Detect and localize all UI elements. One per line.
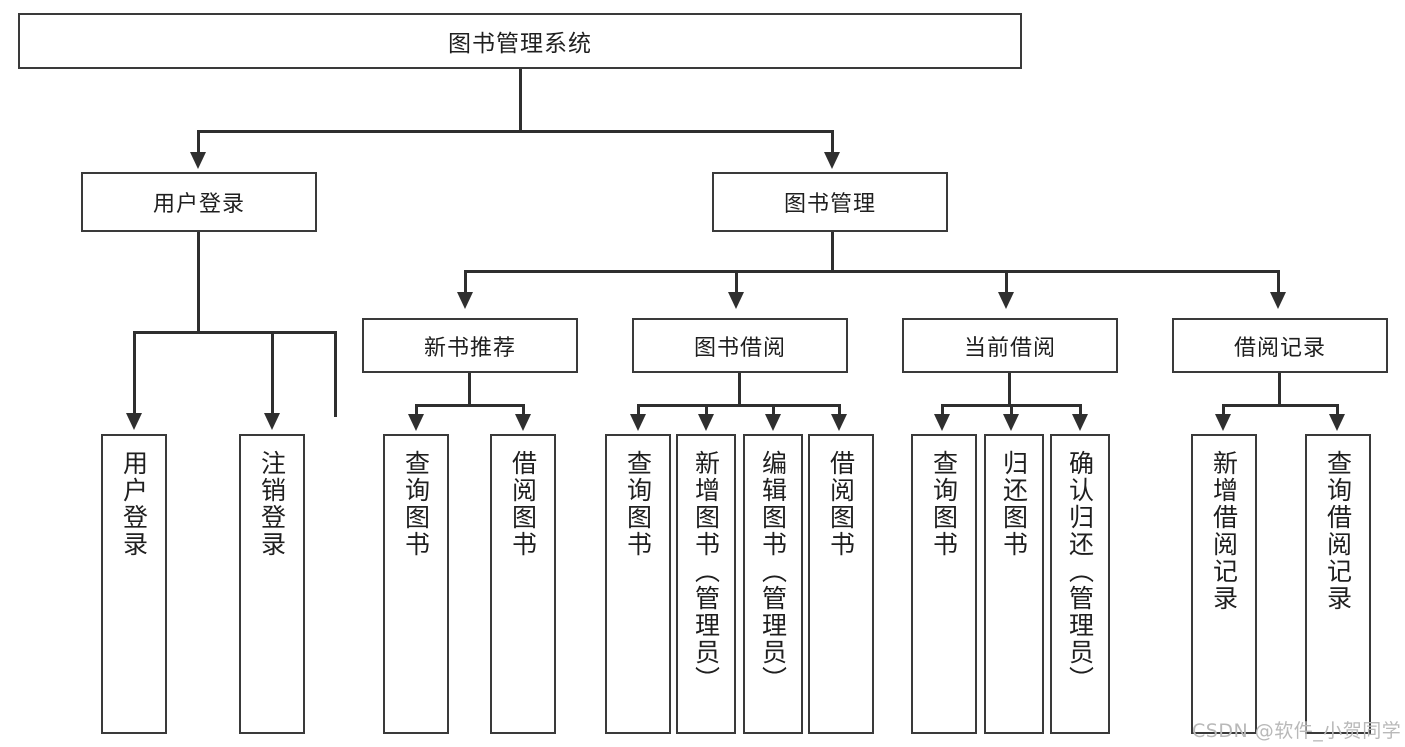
node-label: 借阅图书 <box>508 450 538 558</box>
arrowhead-icon <box>457 292 473 309</box>
connector-borrow-drop-1 <box>637 404 640 418</box>
arrowhead-icon <box>728 292 744 309</box>
leaf-user-login[interactable]: 用户登录 <box>101 434 167 734</box>
connector-l3-drop-4 <box>1277 270 1280 295</box>
connector-borrow-stem <box>738 373 741 406</box>
node-new-book-recommend[interactable]: 新书推荐 <box>362 318 578 373</box>
node-label: 查询图书 <box>929 450 959 558</box>
connector-l3-drop-3 <box>1005 270 1008 295</box>
leaf-borrow-add-book[interactable]: 新增图书（管理员） <box>676 434 736 734</box>
node-label: 新增图书（管理员） <box>691 450 721 693</box>
node-borrow-record[interactable]: 借阅记录 <box>1172 318 1388 373</box>
arrowhead-icon <box>998 292 1014 309</box>
node-label: 当前借阅 <box>963 335 1056 361</box>
node-book-management[interactable]: 图书管理 <box>712 172 948 232</box>
connector-borrow-bus <box>637 404 840 407</box>
node-label: 新增借阅记录 <box>1209 450 1239 612</box>
node-label: 查询图书 <box>401 450 431 558</box>
csdn-watermark: CSDN @软件_小贺同学 <box>1192 720 1402 742</box>
arrowhead-icon <box>698 414 714 431</box>
arrowhead-icon <box>934 414 950 431</box>
connector-recommend-stem <box>468 373 471 406</box>
connector-user-login-drop-2 <box>334 331 337 417</box>
connector-current-drop-2 <box>1010 404 1013 418</box>
arrowhead-icon <box>126 413 142 430</box>
connector-l3-drop-1 <box>464 270 467 295</box>
node-root-library-system[interactable]: 图书管理系统 <box>18 13 1022 69</box>
connector-root-bus <box>197 130 834 133</box>
connector-borrow-drop-4 <box>838 404 841 418</box>
arrowhead-icon <box>1215 414 1231 431</box>
connector-current-drop-1 <box>941 404 944 418</box>
arrowhead-icon <box>190 152 206 169</box>
connector-user-login-stem <box>197 232 200 333</box>
arrowhead-icon <box>515 414 531 431</box>
connector-recommend-bus <box>415 404 525 407</box>
node-user-login[interactable]: 用户登录 <box>81 172 317 232</box>
connector-current-stem <box>1008 373 1011 406</box>
connector-root-drop-1 <box>197 130 200 155</box>
arrowhead-icon <box>264 413 280 430</box>
node-label: 编辑图书（管理员） <box>758 450 788 693</box>
leaf-recommend-borrow-book[interactable]: 借阅图书 <box>490 434 556 734</box>
connector-record-drop-1 <box>1222 404 1225 418</box>
node-label: 查询借阅记录 <box>1323 450 1353 612</box>
connector-current-drop-3 <box>1079 404 1082 418</box>
connector-user-login-bus <box>133 331 337 334</box>
node-current-borrow[interactable]: 当前借阅 <box>902 318 1118 373</box>
connector-record-drop-2 <box>1336 404 1339 418</box>
arrowhead-icon <box>630 414 646 431</box>
node-label: 确认归还（管理员） <box>1065 450 1095 693</box>
arrowhead-icon <box>1072 414 1088 431</box>
node-label: 图书管理系统 <box>448 31 592 57</box>
leaf-current-confirm-return[interactable]: 确认归还（管理员） <box>1050 434 1110 734</box>
arrowhead-icon <box>1003 414 1019 431</box>
connector-root-drop-2 <box>831 130 834 155</box>
leaf-current-return-book[interactable]: 归还图书 <box>984 434 1044 734</box>
node-book-borrow[interactable]: 图书借阅 <box>632 318 848 373</box>
leaf-recommend-query-book[interactable]: 查询图书 <box>383 434 449 734</box>
arrowhead-icon <box>1329 414 1345 431</box>
leaf-borrow-borrow-book[interactable]: 借阅图书 <box>808 434 874 734</box>
node-label: 归还图书 <box>999 450 1029 558</box>
node-label: 图书借阅 <box>693 335 786 361</box>
leaf-borrow-edit-book[interactable]: 编辑图书（管理员） <box>743 434 803 734</box>
arrowhead-icon <box>1270 292 1286 309</box>
node-label: 新书推荐 <box>423 335 516 361</box>
node-label: 注销登录 <box>257 450 287 558</box>
arrowhead-icon <box>765 414 781 431</box>
leaf-borrow-query-book[interactable]: 查询图书 <box>605 434 671 734</box>
connector-recommend-drop-2 <box>522 404 525 418</box>
arrowhead-icon <box>824 152 840 169</box>
leaf-record-add-record[interactable]: 新增借阅记录 <box>1191 434 1257 734</box>
connector-user-login-drop-2b <box>271 331 274 417</box>
connector-record-bus <box>1222 404 1339 407</box>
connector-book-mgmt-bus <box>464 270 1280 273</box>
connector-user-login-drop-1 <box>133 331 136 417</box>
leaf-record-query-record[interactable]: 查询借阅记录 <box>1305 434 1371 734</box>
node-label: 借阅记录 <box>1233 335 1326 361</box>
connector-record-stem <box>1278 373 1281 406</box>
connector-borrow-drop-2 <box>705 404 708 418</box>
node-label: 用户登录 <box>152 192 245 217</box>
connector-recommend-drop-1 <box>415 404 418 418</box>
node-label: 图书管理 <box>783 192 876 217</box>
connector-borrow-drop-3 <box>772 404 775 418</box>
arrowhead-icon <box>408 414 424 431</box>
node-label: 用户登录 <box>119 450 149 558</box>
connector-root-stem <box>519 69 522 132</box>
node-label: 查询图书 <box>623 450 653 558</box>
arrowhead-icon <box>831 414 847 431</box>
connector-l3-drop-2 <box>735 270 738 295</box>
node-label: 借阅图书 <box>826 450 856 558</box>
leaf-current-query-book[interactable]: 查询图书 <box>911 434 977 734</box>
leaf-logout[interactable]: 注销登录 <box>239 434 305 734</box>
connector-book-mgmt-stem <box>831 232 834 272</box>
